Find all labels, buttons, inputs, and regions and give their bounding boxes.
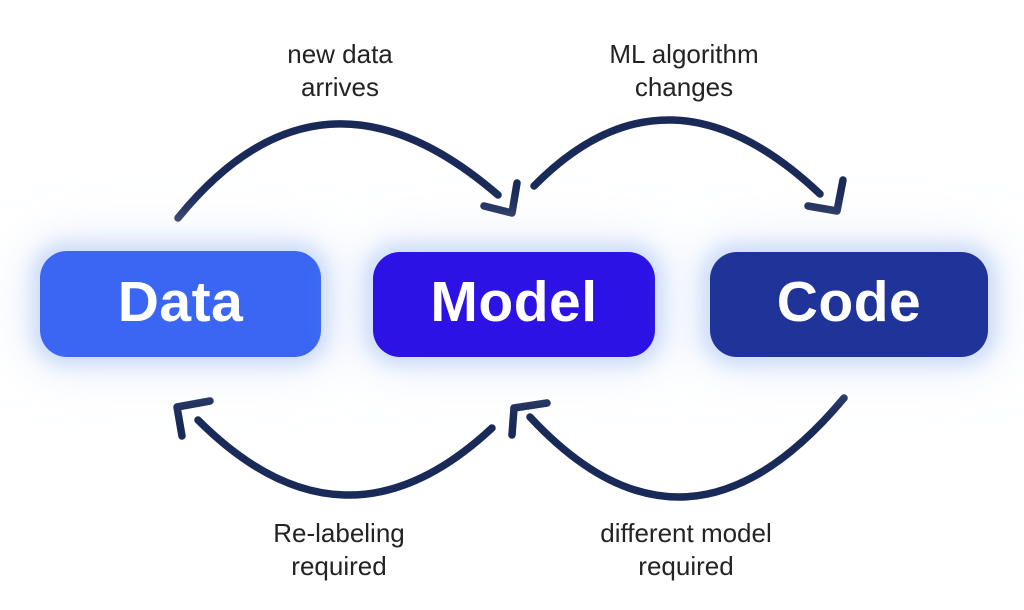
caption-relabeling-required: Re-labeling required [273,517,405,583]
caption-line: arrives [300,72,379,102]
node-code-label: Code [776,270,922,334]
caption-different-model-required: different model required [600,517,772,583]
node-model: Model [373,252,655,357]
caption-line: different model [600,518,772,548]
arrow-data-to-model [174,120,521,222]
arrow-curve [194,416,496,499]
caption-line: required [638,551,734,581]
arrow-model-to-code [530,116,847,215]
node-model-label: Model [430,270,598,334]
arrow-model-to-data [173,397,496,499]
caption-line: changes [634,72,734,102]
arrowhead-icon [508,399,551,439]
caption-new-data-arrives: new data arrives [287,38,393,104]
arrow-curve [174,120,502,222]
arrowhead-icon [173,397,214,440]
arrow-curve [530,116,824,198]
node-data-label: Data [117,269,244,334]
caption-ml-algorithm-changes: ML algorithm changes [609,38,758,104]
arrow-curve [526,394,848,501]
caption-line: new data [287,39,393,69]
node-code: Code [710,252,988,357]
arrowhead-icon [480,179,521,217]
caption-line: Re-labeling [273,518,405,548]
arrowhead-icon [804,176,847,215]
node-data: Data [40,251,321,357]
caption-line: required [291,551,387,581]
caption-line: ML algorithm [609,39,759,69]
arrow-code-to-model [508,394,848,501]
